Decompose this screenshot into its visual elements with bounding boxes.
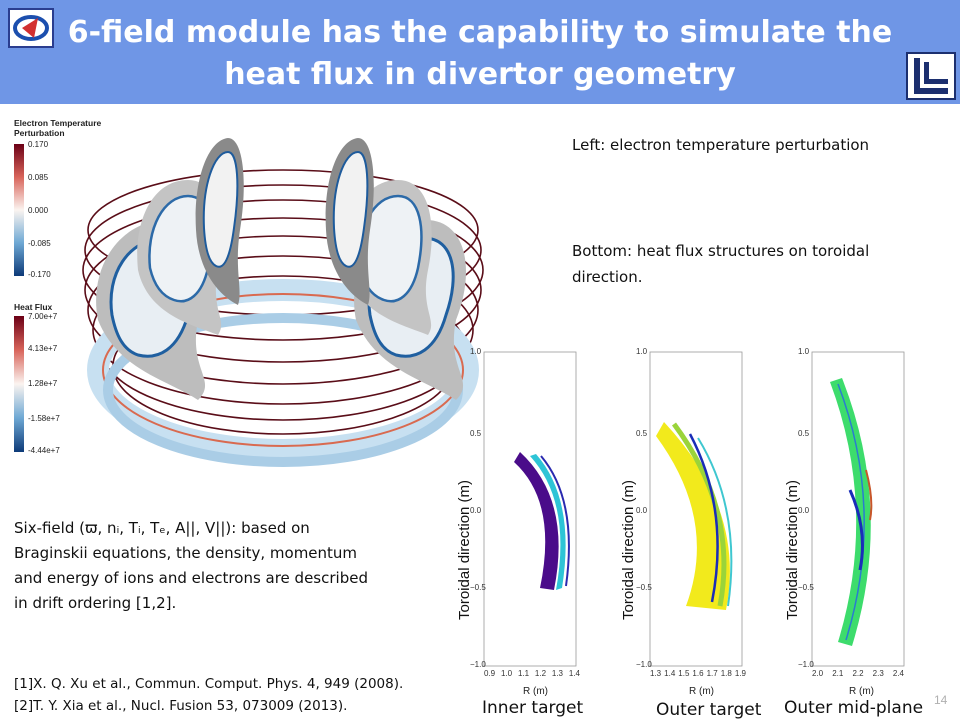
sixfield-line2: Braginskii equations, the density, momen…	[14, 544, 358, 562]
sixfield-line4: in drift ordering [1,2].	[14, 594, 177, 612]
heatflux-tick: -4.44e+7	[28, 446, 60, 455]
references: [1]X. Q. Xu et al., Commun. Comput. Phys…	[14, 673, 403, 717]
temperature-label-line1: Electron Temperature	[14, 118, 102, 128]
panel-ytick: −1.0	[470, 660, 486, 669]
panel-xlabel: R (m)	[523, 686, 548, 697]
panel-xlabel: R (m)	[689, 686, 714, 697]
poloidal-slice	[195, 138, 244, 305]
heatflux-tick: 7.00e+7	[28, 312, 58, 321]
panel-xlabel: R (m)	[849, 686, 874, 697]
heat-flux-ring-peak	[102, 293, 464, 447]
heatflux-tick: -1.58e+7	[28, 414, 60, 423]
panel-ytick: 1.0	[470, 347, 482, 356]
panel-ytick: 0.0	[798, 506, 810, 515]
slide-title-line1: 6-field module has the capability to sim…	[67, 15, 893, 50]
panel-xtick: 2.3	[872, 669, 884, 678]
panel-xtick: 0.9	[484, 669, 496, 678]
panel-ylabel: Toroidal direction (m)	[784, 479, 801, 620]
sixfield-description: Six-field (ϖ, nᵢ, Tᵢ, Tₑ, A||, V||): bas…	[14, 516, 414, 616]
heatflux-panel-outer-target	[649, 351, 743, 667]
panel-ytick: 1.0	[798, 347, 810, 356]
panel-xtick: 1.1	[517, 669, 530, 678]
panel-xtick: 1.4	[664, 669, 676, 678]
temperature-tick: -0.085	[28, 239, 51, 248]
panel-caption: Outer mid-plane	[784, 698, 924, 718]
bottom-caption-line1: Bottom: heat flux structures on toroidal	[572, 242, 870, 260]
institute-logo-left	[8, 8, 54, 48]
heat-flux-ring	[87, 279, 479, 461]
temperature-tick: -0.170	[28, 270, 51, 279]
panel-ytick: 1.0	[636, 347, 648, 356]
bottom-caption: Bottom: heat flux structures on toroidal…	[572, 238, 917, 290]
slide-title: 6-field module has the capability to sim…	[62, 12, 898, 96]
panel-ytick: 0.5	[636, 429, 648, 438]
panel-ytick: −1.0	[798, 660, 814, 669]
panel-xticks: 2.0 2.1 2.2 2.3 2.4	[812, 669, 904, 678]
panel-ytick: −0.5	[470, 583, 486, 592]
panel-xtick: 1.9	[734, 669, 746, 678]
temperature-label-line2: Perturbation	[14, 128, 65, 138]
sixfield-line3: and energy of ions and electrons are des…	[14, 569, 368, 587]
panel-xtick: 1.5	[678, 669, 690, 678]
panel-xtick: 1.0	[500, 669, 513, 678]
panel-caption: Inner target	[482, 698, 584, 718]
temperature-colorbar-label: Electron Temperature Perturbation	[14, 118, 101, 138]
reference-2: [2]T. Y. Xia et al., Nucl. Fusion 53, 07…	[14, 698, 348, 714]
temperature-tick: 0.085	[28, 173, 49, 182]
panel-xtick: 2.1	[832, 669, 844, 678]
panel-xtick: 2.2	[852, 669, 864, 678]
slide-title-line2: heat flux in divertor geometry	[224, 57, 736, 92]
heatflux-colorbar	[14, 316, 24, 452]
temperature-tick: 0.000	[28, 206, 49, 215]
temperature-tick: 0.170	[28, 140, 49, 149]
llnl-logo-icon	[914, 58, 948, 94]
heatflux-tick: 1.28e+7	[28, 379, 58, 388]
panel-xtick: 1.3	[551, 669, 563, 678]
torus-visualization	[82, 138, 484, 467]
panel-ytick: 0.5	[798, 429, 810, 438]
panel-xtick: 1.2	[534, 669, 547, 678]
poloidal-slice	[325, 138, 374, 305]
heatflux-colorbar-label: Heat Flux	[14, 302, 53, 312]
bottom-caption-line2: direction.	[572, 268, 643, 286]
panel-ytick: 0.0	[470, 506, 482, 515]
panel-caption: Outer target	[656, 700, 762, 720]
panel-xtick: 1.3	[650, 669, 662, 678]
heatflux-panel-outer-midplane	[811, 351, 905, 667]
panel-xtick: 1.6	[692, 669, 704, 678]
panel-xticks: 1.3 1.4 1.5 1.6 1.7 1.8 1.9	[650, 669, 746, 678]
panel-xticks: 0.9 1.0 1.1 1.2 1.3 1.4	[484, 669, 580, 678]
panel-ytick: −0.5	[798, 583, 814, 592]
panel-xtick: 2.4	[892, 669, 904, 678]
reference-1: [1]X. Q. Xu et al., Commun. Comput. Phys…	[14, 676, 404, 692]
panel-ylabel: Toroidal direction (m)	[620, 479, 637, 620]
left-caption: Left: electron temperature perturbation	[572, 136, 870, 154]
panel-xtick: 1.4	[568, 669, 580, 678]
logo-emblem-icon	[13, 15, 49, 41]
panel-xtick: 1.7	[706, 669, 718, 678]
sixfield-line1: Six-field (ϖ, nᵢ, Tᵢ, Tₑ, A||, V||): bas…	[14, 519, 310, 537]
panel-ytick: −1.0	[636, 660, 652, 669]
panel-ylabel: Toroidal direction (m)	[456, 479, 473, 620]
panel-xtick: 1.8	[720, 669, 732, 678]
heatflux-tick: 4.13e+7	[28, 344, 58, 353]
llnl-logo-right	[906, 52, 956, 100]
title-bar	[0, 0, 960, 104]
panel-ytick: 0.0	[636, 506, 648, 515]
page-number: 14	[934, 693, 948, 707]
heatflux-panel-inner-target	[483, 351, 577, 667]
panel-ytick: −0.5	[636, 583, 652, 592]
temperature-colorbar	[14, 144, 24, 276]
panel-ytick: 0.5	[470, 429, 482, 438]
panel-xtick: 2.0	[812, 669, 824, 678]
